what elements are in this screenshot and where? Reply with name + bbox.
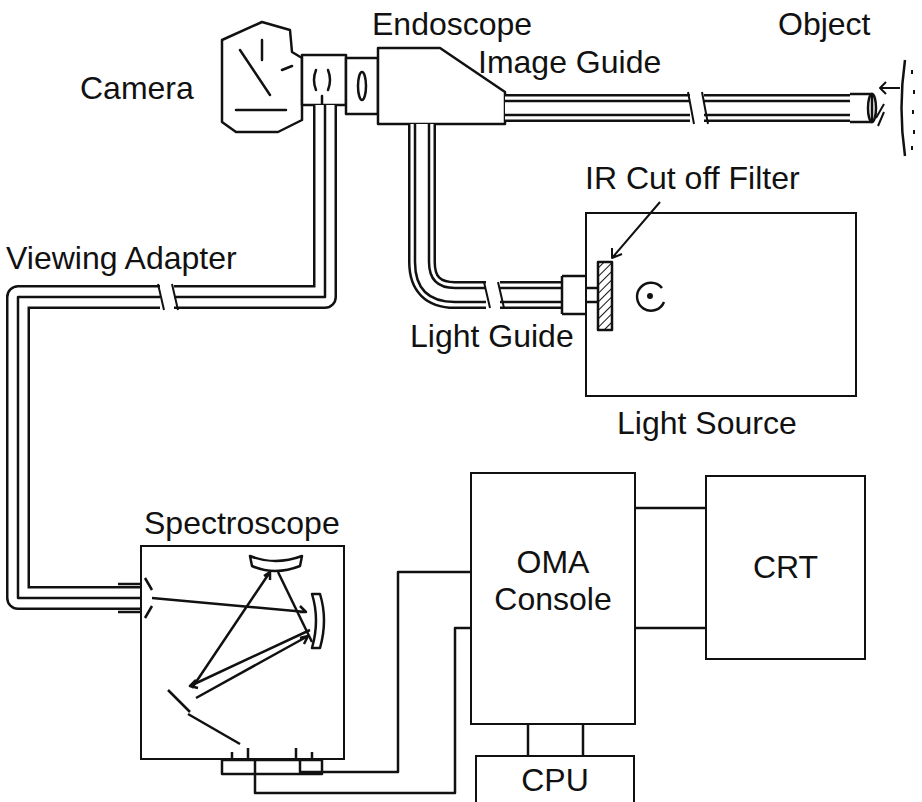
camera-prism (236, 40, 292, 110)
part-label: Light Guide (410, 318, 574, 355)
side-mirror (312, 594, 324, 648)
node-text: CRT (753, 549, 818, 586)
connector-wire (300, 572, 470, 772)
part-label: Camera (80, 70, 194, 107)
adapter-lens (314, 70, 330, 104)
node-text: Spectroscope (144, 505, 340, 542)
endoscope-eyepiece (346, 58, 378, 114)
entrance-slit (145, 578, 152, 618)
exit-arrow (188, 714, 240, 744)
part-label: Object (778, 6, 870, 43)
node-text: CPU (521, 762, 589, 799)
connector-wire (255, 628, 470, 793)
node-text: Light Source (617, 405, 797, 442)
node-text: OMA Console (482, 544, 624, 618)
top-mirror (250, 556, 302, 571)
connector-wire (636, 628, 705, 629)
connector-wire (528, 725, 529, 755)
part-label: IR Cut off Filter (585, 160, 800, 197)
camera-body (222, 22, 302, 132)
part-label: Viewing Adapter (6, 240, 237, 277)
ir-filter-leader (612, 202, 660, 258)
monitor-box: CRT (705, 475, 866, 660)
light-source-box: Light Source (585, 212, 857, 397)
object-arrow (880, 82, 900, 94)
spectroscope-inlet (118, 584, 140, 612)
lamp (637, 283, 664, 311)
camera-adapter (302, 55, 346, 105)
grating (168, 690, 190, 712)
spectroscope-box: Spectroscope (140, 545, 345, 760)
eyepiece-lens (358, 72, 366, 100)
connector-wire (583, 725, 584, 755)
light-path (152, 598, 306, 612)
connector-wire (636, 508, 705, 509)
light-guide-connector (562, 276, 585, 314)
part-label: Image Guide (478, 44, 661, 81)
console-box: OMA Console (470, 472, 636, 725)
part-label: Endoscope (372, 6, 532, 43)
computer-box: CPU (475, 755, 635, 802)
object-surface (902, 60, 906, 156)
ir-filter (598, 262, 612, 330)
